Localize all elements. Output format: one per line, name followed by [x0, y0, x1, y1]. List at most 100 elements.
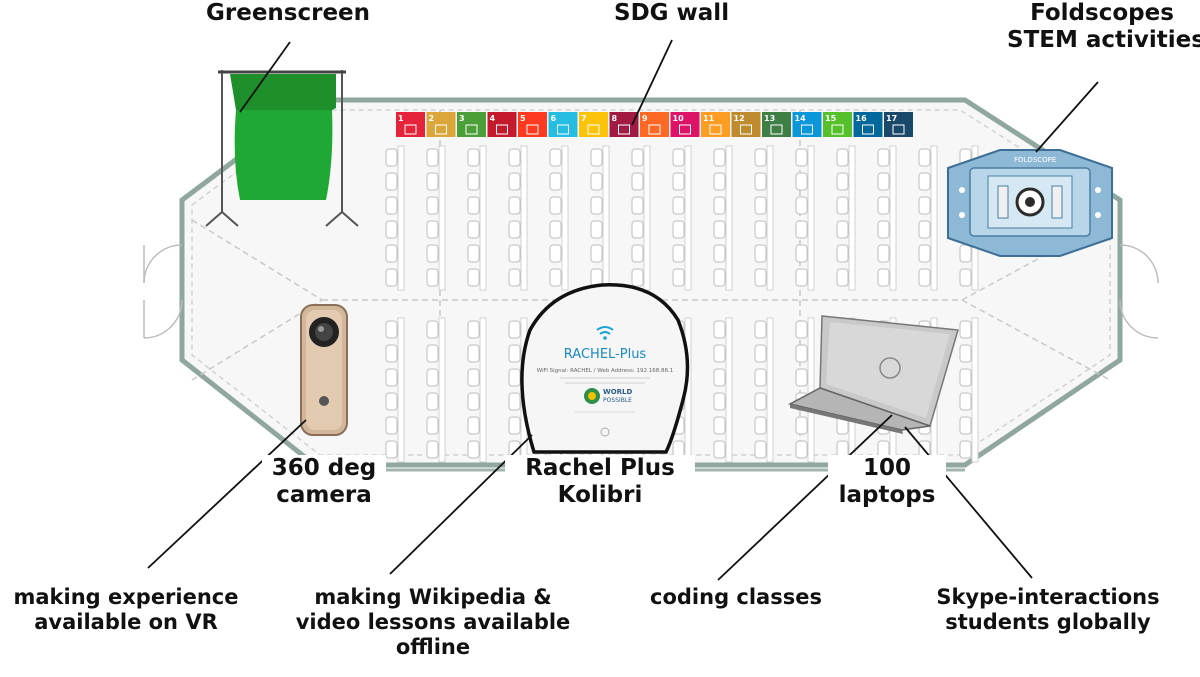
chair [549, 268, 562, 287]
chair [754, 244, 767, 263]
camera-label: 360 deg camera [262, 455, 386, 510]
world-possible-word1: WORLD [603, 388, 633, 396]
chair [713, 244, 726, 263]
sdg-tile-number: 4 [490, 114, 496, 123]
sdg-tile: 3 [457, 112, 486, 137]
chair [467, 244, 480, 263]
chair [508, 344, 521, 363]
chair [508, 416, 521, 435]
chair [795, 244, 808, 263]
chair [508, 244, 521, 263]
sdg-tile-number: 12 [734, 114, 745, 123]
chair [959, 244, 972, 263]
chair [754, 344, 767, 363]
foldscopes-label-line1: Foldscopes [1030, 0, 1174, 26]
rachel-brand-text: RACHEL-Plus [564, 347, 647, 362]
pointer-lines [147, 39, 1099, 581]
360-camera-image [300, 304, 348, 436]
chair [426, 440, 439, 459]
seating-table [807, 145, 815, 291]
sdg-tile-number: 14 [795, 114, 807, 123]
chair [918, 148, 931, 167]
seating-table [807, 317, 815, 463]
chair [836, 172, 849, 191]
sdg-tile-number: 1 [398, 114, 404, 123]
seating-table [397, 145, 405, 291]
chair [467, 220, 480, 239]
rachel-plus-device-image: RACHEL-Plus WiFi Signal: RACHEL / Web Ad… [520, 283, 690, 454]
seating-table [602, 145, 610, 291]
chair [836, 268, 849, 287]
chair [959, 368, 972, 387]
chair [631, 244, 644, 263]
laptops-label-line1: 100 [828, 455, 946, 483]
sdg-tile: 16 [853, 112, 883, 137]
chair [918, 268, 931, 287]
chair [672, 220, 685, 239]
sdg-tile: 12 [731, 112, 761, 137]
chair [713, 344, 726, 363]
sdg-tile-number: 15 [825, 114, 837, 123]
chair [631, 268, 644, 287]
chair [590, 244, 603, 263]
chair [672, 148, 685, 167]
chair [672, 244, 685, 263]
seating-table [438, 145, 446, 291]
chair [467, 172, 480, 191]
chair [467, 392, 480, 411]
sdg-tile-number: 16 [856, 114, 868, 123]
chair [877, 148, 890, 167]
chair [385, 148, 398, 167]
chair [426, 196, 439, 215]
chair [713, 368, 726, 387]
camera-label-line2: camera [262, 482, 386, 510]
coding-pointer [717, 414, 893, 581]
sdg-tile-number: 11 [703, 114, 715, 123]
chair [508, 320, 521, 339]
sdg-wall-label: SDG wall [614, 0, 729, 27]
chair [918, 220, 931, 239]
chair [467, 268, 480, 287]
seating-table [725, 145, 733, 291]
world-possible-word2: POSSIBLE [603, 397, 632, 404]
chair [754, 320, 767, 339]
sdg-tile: 8 [609, 112, 639, 137]
vr-label-line2: available on VR [34, 609, 218, 634]
chair [549, 172, 562, 191]
sdg-tile: 4 [487, 112, 517, 137]
greenscreen-label: Greenscreen [206, 0, 370, 27]
chair [754, 172, 767, 191]
chair [959, 344, 972, 363]
chair [385, 220, 398, 239]
rachel-label: Rachel Plus Kolibri [505, 455, 695, 510]
sdg-tile-number: 9 [642, 114, 648, 123]
greenscreen-image [205, 70, 359, 227]
chair [385, 268, 398, 287]
coding-label-text: coding classes [650, 585, 822, 609]
chair [385, 244, 398, 263]
seating-table [848, 145, 856, 291]
seating-table [561, 145, 569, 291]
chair [426, 148, 439, 167]
tent-inner-outline [191, 109, 1111, 456]
foldscopes-label-line2: STEM activities [1007, 27, 1200, 54]
chair [631, 220, 644, 239]
seating-table [766, 317, 774, 463]
chair [467, 320, 480, 339]
sdg-tile-number: 6 [551, 114, 557, 123]
skype-label: Skype-interactions students globally [920, 585, 1176, 635]
foldscope-image: FOLDSCOPE [947, 149, 1113, 257]
chair [385, 368, 398, 387]
chair [467, 368, 480, 387]
chair [426, 368, 439, 387]
skype-label-line2: students globally [945, 609, 1151, 634]
chair [836, 196, 849, 215]
chair [795, 440, 808, 459]
chair [385, 320, 398, 339]
chair [631, 196, 644, 215]
chair [385, 196, 398, 215]
foldscopes-label: Foldscopes STEM activities [1007, 0, 1200, 54]
chair [508, 368, 521, 387]
